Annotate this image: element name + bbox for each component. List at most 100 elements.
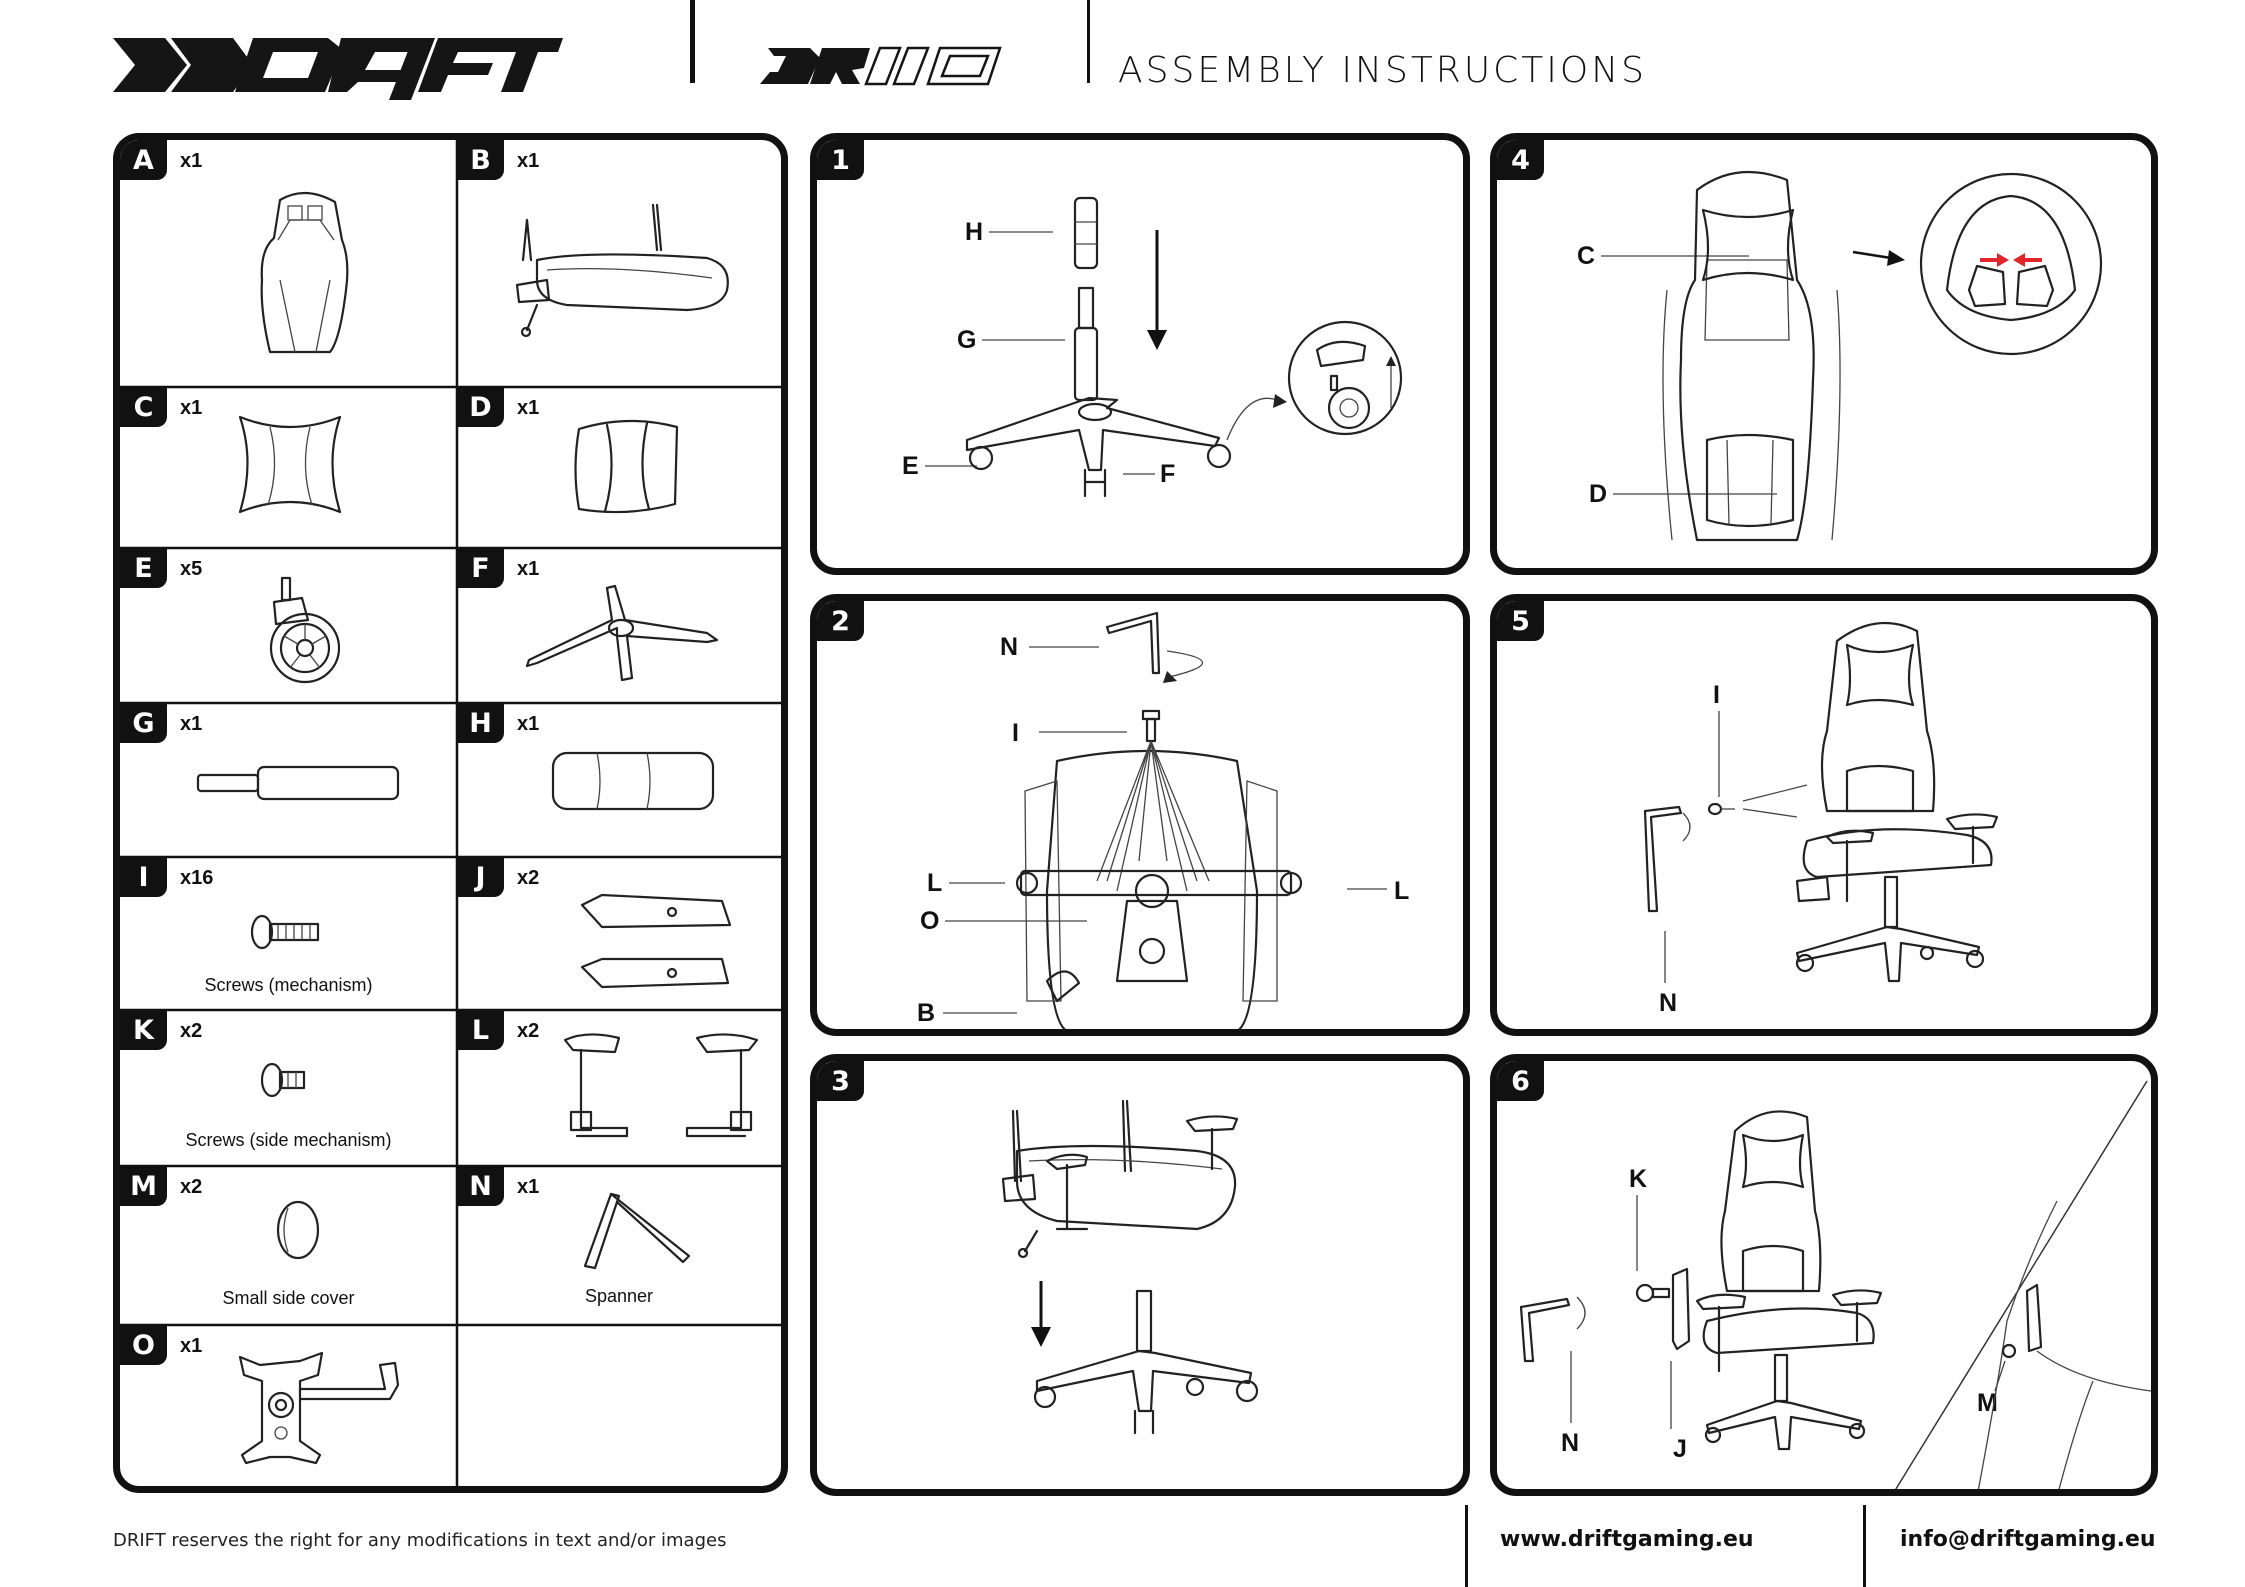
part-g: G x1 bbox=[120, 703, 457, 857]
label-i: I bbox=[1713, 681, 1720, 709]
label-e: E bbox=[902, 452, 919, 480]
step-4-panel: 4 C D bbox=[1490, 133, 2158, 575]
step-number: 3 bbox=[817, 1061, 864, 1101]
step-6-illustration bbox=[1519, 1080, 2151, 1489]
part-letter: D bbox=[457, 387, 504, 427]
part-l: L x2 bbox=[457, 1010, 781, 1166]
label-l-left: L bbox=[927, 869, 943, 897]
step-number: 1 bbox=[817, 140, 864, 180]
part-qty: x1 bbox=[180, 150, 203, 172]
label-i: I bbox=[1012, 719, 1019, 747]
part-letter: O bbox=[120, 1325, 167, 1365]
part-qty: x1 bbox=[517, 1176, 540, 1198]
step-number: 4 bbox=[1497, 140, 1544, 180]
footer-divider bbox=[1465, 1505, 1468, 1587]
step-3-panel: 3 bbox=[810, 1054, 1470, 1496]
part-b: B x1 bbox=[457, 140, 781, 387]
part-qty: x1 bbox=[517, 150, 540, 172]
small-cover-illustration bbox=[276, 1200, 320, 1260]
label-n: N bbox=[1000, 633, 1019, 661]
gas-lift-illustration bbox=[196, 765, 400, 801]
part-qty: x1 bbox=[517, 713, 540, 735]
part-letter: J bbox=[457, 857, 504, 897]
footer-divider-2 bbox=[1863, 1505, 1866, 1587]
label-f: F bbox=[1160, 460, 1176, 488]
part-qty: x2 bbox=[180, 1176, 203, 1198]
step-number: 6 bbox=[1497, 1061, 1544, 1101]
label-o: O bbox=[920, 907, 940, 935]
part-qty: x2 bbox=[517, 867, 540, 889]
step-3-illustration bbox=[1001, 1099, 1259, 1435]
part-letter: L bbox=[457, 1010, 504, 1050]
step-5-panel: 5 I N bbox=[1490, 594, 2158, 1036]
part-letter: N bbox=[457, 1166, 504, 1206]
header-divider-2 bbox=[1087, 0, 1090, 83]
part-letter: H bbox=[457, 703, 504, 743]
part-qty: x1 bbox=[180, 397, 203, 419]
label-j: J bbox=[1673, 1435, 1687, 1463]
side-screw-illustration bbox=[260, 1062, 306, 1098]
step-5-illustration bbox=[1643, 621, 1999, 983]
part-o: O x1 bbox=[120, 1325, 457, 1486]
empty-cell bbox=[457, 1325, 781, 1486]
part-letter: A bbox=[120, 140, 167, 180]
part-d: D x1 bbox=[457, 387, 781, 548]
parts-panel: A x1 B x1 C x1 D x1 bbox=[113, 133, 788, 1493]
star-base-illustration bbox=[525, 584, 719, 682]
part-qty: x2 bbox=[517, 1020, 540, 1042]
part-letter: C bbox=[120, 387, 167, 427]
part-caption: Spanner bbox=[584, 1286, 654, 1306]
step-1-illustration bbox=[925, 196, 1403, 498]
part-n: N x1 Spanner bbox=[457, 1166, 781, 1325]
label-g: G bbox=[957, 326, 977, 354]
part-caption: Screws (mechanism) bbox=[204, 975, 373, 995]
website-link[interactable]: www.driftgaming.eu bbox=[1500, 1527, 1754, 1552]
parts-grid-lines bbox=[120, 140, 781, 1486]
part-j: J x2 bbox=[457, 857, 781, 1010]
label-n: N bbox=[1659, 989, 1678, 1017]
step-4-illustration bbox=[1601, 170, 2103, 542]
part-qty: x5 bbox=[180, 558, 203, 580]
part-qty: x1 bbox=[517, 558, 540, 580]
label-c: C bbox=[1577, 242, 1596, 270]
label-n: N bbox=[1561, 1429, 1580, 1457]
part-e: E x5 bbox=[120, 548, 457, 703]
disclaimer: DRIFT reserves the right for any modific… bbox=[113, 1530, 727, 1551]
armrests-illustration bbox=[563, 1033, 759, 1138]
step-6-panel: 6 K N J M bbox=[1490, 1054, 2158, 1496]
spanner-illustration bbox=[583, 1192, 691, 1270]
step-number: 5 bbox=[1497, 601, 1544, 641]
part-letter: G bbox=[120, 703, 167, 743]
part-letter: F bbox=[457, 548, 504, 588]
mechanism-screw-illustration bbox=[250, 914, 320, 950]
email-link[interactable]: info@driftgaming.eu bbox=[1900, 1527, 2156, 1552]
step-1-panel: 1 H G E F bbox=[810, 133, 1470, 575]
part-letter: B bbox=[457, 140, 504, 180]
part-a: A x1 bbox=[120, 140, 457, 387]
part-k: K x2 Screws (side mechanism) bbox=[120, 1010, 457, 1166]
part-h: H x1 bbox=[457, 703, 781, 857]
part-letter: M bbox=[120, 1166, 167, 1206]
label-l-right: L bbox=[1394, 877, 1410, 905]
label-b: B bbox=[917, 999, 936, 1027]
part-c: C x1 bbox=[120, 387, 457, 548]
part-qty: x16 bbox=[180, 867, 214, 889]
header-divider bbox=[690, 0, 695, 83]
drift-logo bbox=[113, 38, 563, 100]
seat-illustration bbox=[515, 203, 729, 338]
part-letter: K bbox=[120, 1010, 167, 1050]
part-qty: x1 bbox=[517, 397, 540, 419]
backrest-illustration bbox=[260, 191, 349, 354]
part-caption: Small side cover bbox=[222, 1288, 355, 1308]
part-letter: I bbox=[120, 857, 167, 897]
side-cover-illustration bbox=[580, 893, 732, 989]
label-h: H bbox=[965, 218, 984, 246]
caster-wheel-illustration bbox=[269, 576, 341, 684]
part-f: F x1 bbox=[457, 548, 781, 703]
part-m: M x2 Small side cover bbox=[120, 1166, 457, 1325]
part-qty: x1 bbox=[180, 713, 203, 735]
step-number: 2 bbox=[817, 601, 864, 641]
label-d: D bbox=[1589, 480, 1608, 508]
part-letter: E bbox=[120, 548, 167, 588]
step-2-panel: 2 N I L L O B bbox=[810, 594, 1470, 1036]
